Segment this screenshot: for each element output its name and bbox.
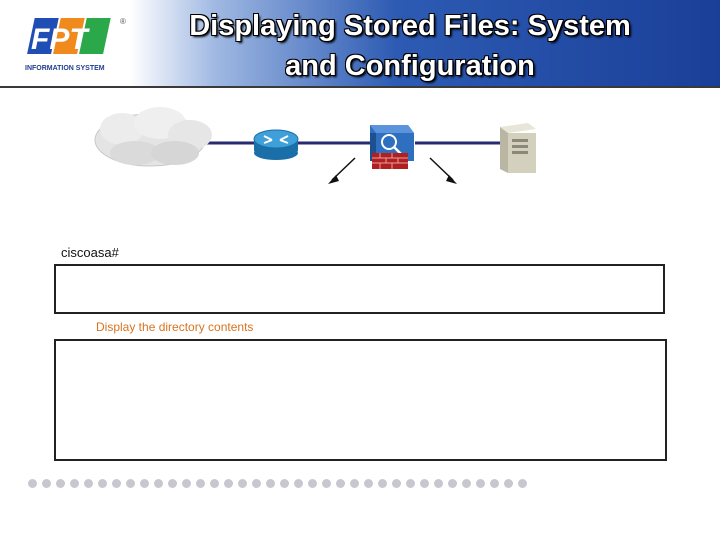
footer-dot xyxy=(420,479,429,488)
footer-dots xyxy=(28,479,527,488)
router-icon xyxy=(253,129,299,160)
title-line-2: and Configuration xyxy=(285,50,535,82)
svg-text:FPT: FPT xyxy=(31,23,90,56)
footer-dot xyxy=(42,479,51,488)
footer-dot xyxy=(308,479,317,488)
footer-dot xyxy=(406,479,415,488)
footer-dot xyxy=(280,479,289,488)
footer-dot xyxy=(154,479,163,488)
svg-text:INFORMATION SYSTEM: INFORMATION SYSTEM xyxy=(25,65,105,72)
footer-dot xyxy=(112,479,121,488)
server-icon xyxy=(500,123,536,173)
footer-dot xyxy=(98,479,107,488)
arrow-right-icon xyxy=(429,157,457,184)
footer-dot xyxy=(210,479,219,488)
footer-dot xyxy=(252,479,261,488)
output-box xyxy=(54,339,667,461)
arrow-left-icon xyxy=(328,157,356,184)
footer-dot xyxy=(504,479,513,488)
footer-dot xyxy=(140,479,149,488)
footer-dot xyxy=(378,479,387,488)
footer-dot xyxy=(322,479,331,488)
firewall-icon xyxy=(370,125,414,169)
footer-dot xyxy=(364,479,373,488)
title-line-1: Displaying Stored Files: System xyxy=(189,10,631,42)
footer-dot xyxy=(448,479,457,488)
footer-dot xyxy=(182,479,191,488)
cloud-icon xyxy=(94,107,212,167)
footer-dot xyxy=(490,479,499,488)
footer-dot xyxy=(392,479,401,488)
footer-dot xyxy=(462,479,471,488)
footer-dot xyxy=(168,479,177,488)
footer-dot xyxy=(56,479,65,488)
footer-dot xyxy=(294,479,303,488)
footer-dot xyxy=(196,479,205,488)
footer-dot xyxy=(224,479,233,488)
footer-dot xyxy=(70,479,79,488)
svg-text:®: ® xyxy=(120,17,126,26)
footer-dot xyxy=(336,479,345,488)
fpt-logo: FPT ® INFORMATION SYSTEM xyxy=(25,17,126,72)
page-title: Displaying Stored Files: System and Conf… xyxy=(150,6,670,86)
footer-dot xyxy=(476,479,485,488)
footer-dot xyxy=(266,479,275,488)
footer-dot xyxy=(238,479,247,488)
network-diagram xyxy=(94,107,536,184)
footer-dot xyxy=(126,479,135,488)
caption-display-directory: Display the directory contents xyxy=(96,320,254,334)
footer-dot xyxy=(28,479,37,488)
command-box xyxy=(54,264,665,314)
cli-prompt: ciscoasa# xyxy=(61,245,119,260)
footer-dot xyxy=(518,479,527,488)
footer-dot xyxy=(434,479,443,488)
header-banner xyxy=(0,0,720,86)
footer-dot xyxy=(84,479,93,488)
footer-dot xyxy=(350,479,359,488)
header-divider xyxy=(0,86,720,88)
